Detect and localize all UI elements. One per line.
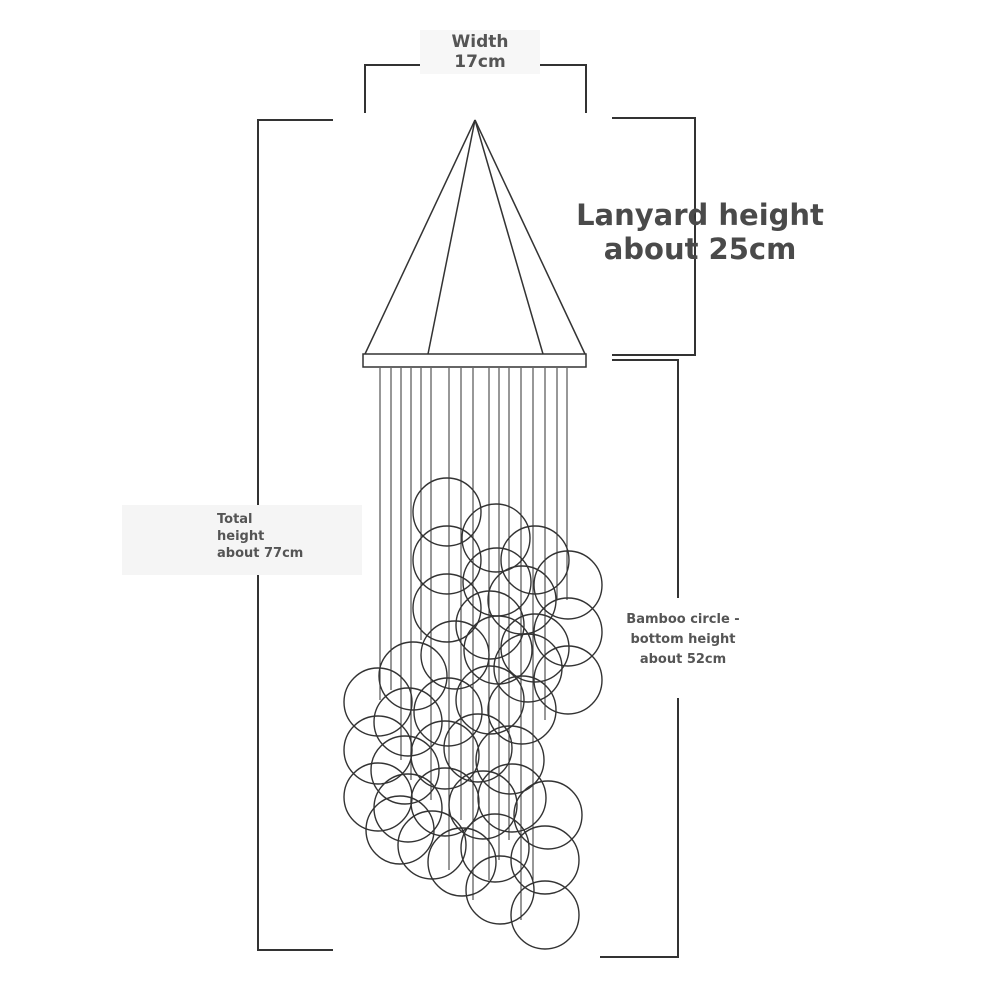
hanging-strings [379, 368, 568, 920]
total-label-line-2: height [217, 529, 265, 544]
bamboo-ring [343, 762, 413, 832]
bamboo-ring [378, 641, 448, 711]
lanyard-height-bracket [612, 117, 696, 356]
bamboo-ring [427, 827, 497, 897]
bamboo-ring [365, 795, 435, 865]
bamboo-ring [500, 525, 570, 595]
bamboo-label-line-2: bottom height [630, 632, 736, 647]
bamboo-ring [455, 665, 525, 735]
bamboo-ring [510, 825, 580, 895]
bamboo-ring [370, 735, 440, 805]
cone-top [364, 119, 586, 355]
bamboo-ring [533, 550, 603, 620]
bamboo-ring [373, 773, 443, 843]
bamboo-ring [460, 813, 530, 883]
bamboo-ring [510, 880, 580, 950]
bamboo-ring [465, 855, 535, 925]
bamboo-ring [463, 615, 533, 685]
bamboo-ring [533, 597, 603, 667]
bamboo-ring [412, 525, 482, 595]
bamboo-ring [420, 620, 490, 690]
width-label-line-1: Width [451, 32, 509, 52]
bamboo-ring [410, 720, 480, 790]
bamboo-ring [412, 477, 482, 547]
lanyard-label-line-2: about 25cm [603, 232, 797, 266]
bamboo-label-line-3: about 52cm [639, 652, 727, 667]
bamboo-ring [487, 565, 557, 635]
bamboo-height-label: Bamboo circle - bottom height about 52cm [603, 610, 763, 670]
hanging-bar [362, 353, 587, 368]
bamboo-ring [533, 645, 603, 715]
bamboo-ring [413, 677, 483, 747]
bamboo-ring [477, 763, 547, 833]
total-height-label: Total height about 77cm [122, 505, 362, 575]
bamboo-ring [513, 780, 583, 850]
bamboo-label-line-1: Bamboo circle - [626, 612, 740, 627]
bamboo-ring [461, 503, 531, 573]
lanyard-label-line-1: Lanyard height [576, 198, 824, 232]
width-label-line-2: 17cm [454, 52, 506, 72]
lanyard-height-label: Lanyard height about 25cm [560, 198, 840, 266]
bamboo-height-bracket [600, 359, 679, 958]
total-label-line-3: about 77cm [217, 546, 304, 561]
bamboo-ring [443, 713, 513, 783]
bamboo-ring [448, 770, 518, 840]
bamboo-ring [373, 687, 443, 757]
bamboo-ring [475, 725, 545, 795]
bamboo-ring [493, 633, 563, 703]
total-label-line-1: Total [217, 512, 253, 527]
bamboo-ring [343, 667, 413, 737]
bamboo-ring [412, 573, 482, 643]
bamboo-ring [455, 590, 525, 660]
bamboo-ring [487, 675, 557, 745]
bamboo-rings [343, 477, 603, 950]
width-label: Width 17cm [420, 30, 540, 74]
bamboo-ring [410, 767, 480, 837]
